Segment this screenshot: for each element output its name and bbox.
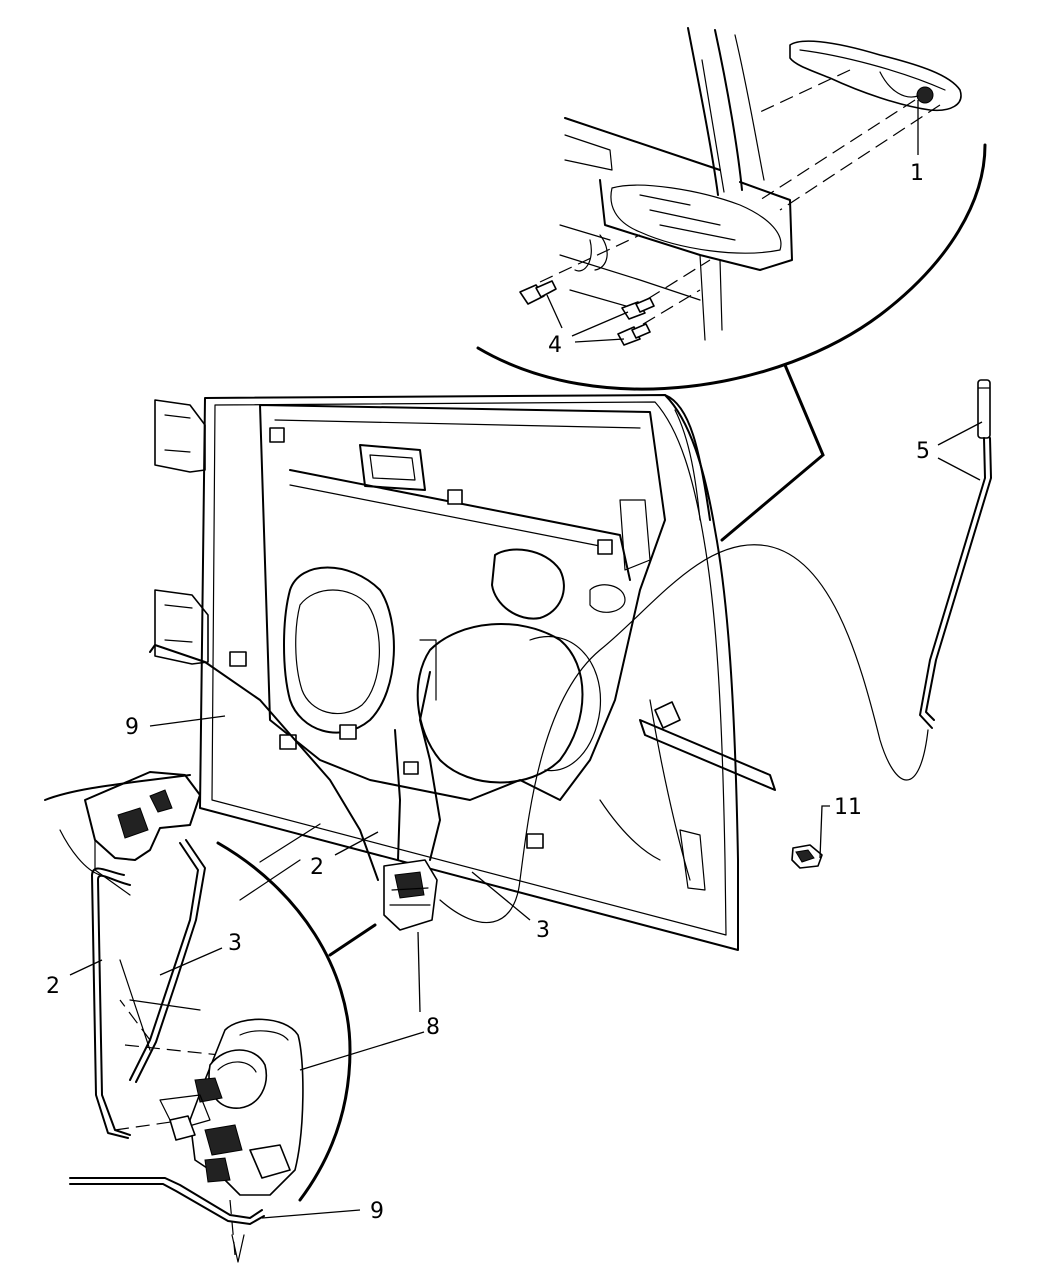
door-rods xyxy=(149,639,441,881)
inset-connector xyxy=(720,363,825,542)
callout-8: 8 xyxy=(426,1015,440,1040)
callout-5: 5 xyxy=(916,439,930,464)
handle-detail-inset xyxy=(476,27,987,391)
door-latch-main xyxy=(383,859,438,931)
handle-pivot-icon xyxy=(916,86,934,104)
callout-11: 11 xyxy=(834,795,862,820)
callout-9-main: 9 xyxy=(125,715,139,740)
callout-1: 1 xyxy=(910,161,924,186)
callouts: 1 4 5 9 11 2 3 2 3 8 9 xyxy=(46,161,930,1224)
lock-rod-2 xyxy=(394,729,401,861)
door-inner-panel xyxy=(154,394,776,951)
cable-loop xyxy=(439,544,929,924)
lower-hinge xyxy=(154,589,209,665)
lower-inset-connector xyxy=(328,923,377,957)
callout-2-detail: 2 xyxy=(46,974,60,999)
outside-door-handle xyxy=(789,40,962,112)
handle-bolts xyxy=(519,280,655,346)
callout-2-main: 2 xyxy=(310,855,324,880)
latch-rod-3 xyxy=(419,671,441,861)
latch-detail-inset xyxy=(44,771,377,1263)
callout-3-detail: 3 xyxy=(228,931,242,956)
push-pin-clip xyxy=(791,844,823,869)
release-rod-9 xyxy=(149,644,379,881)
callout-4: 4 xyxy=(548,333,562,358)
lock-cylinder-rod xyxy=(919,379,992,729)
upper-hinge xyxy=(154,399,206,473)
callout-3-main: 3 xyxy=(536,918,550,943)
leader-lines xyxy=(69,100,983,1219)
callout-9-detail: 9 xyxy=(370,1199,384,1224)
